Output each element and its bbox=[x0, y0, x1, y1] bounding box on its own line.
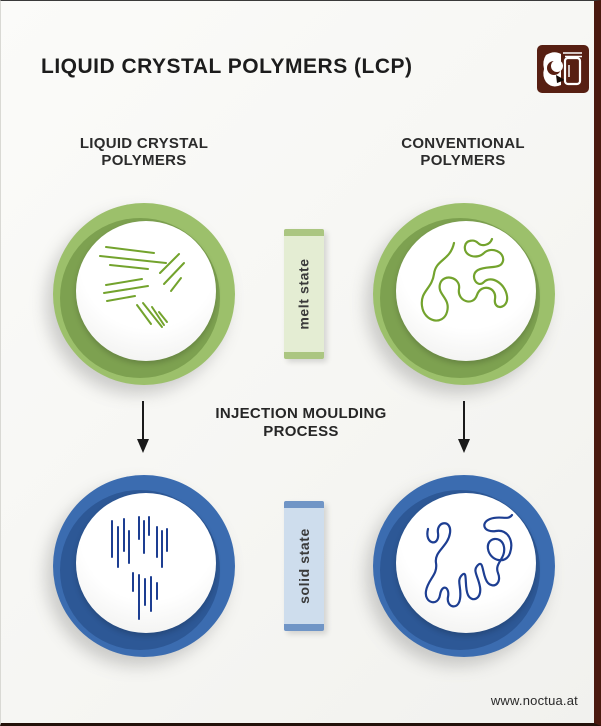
circle-inner-face bbox=[396, 493, 536, 633]
entangled-chain-icon bbox=[420, 237, 509, 322]
badge-cap bbox=[284, 501, 324, 508]
circle-inner-face bbox=[76, 221, 216, 361]
column-header-conventional-line2: POLYMERS bbox=[420, 152, 506, 169]
process-label: INJECTION MOULDING PROCESS bbox=[191, 405, 411, 441]
solid-state-label: solid state bbox=[296, 528, 312, 604]
column-header-lcp: LIQUID CRYSTAL POLYMERS bbox=[44, 135, 244, 169]
column-header-lcp-line1: LIQUID CRYSTAL bbox=[79, 135, 209, 152]
website-url: www.noctua.at bbox=[490, 693, 578, 708]
page-title: LIQUID CRYSTAL POLYMERS (LCP) bbox=[41, 55, 413, 78]
circle-inner-face bbox=[76, 493, 216, 633]
badge-cap bbox=[284, 624, 324, 631]
entangled-chain-icon bbox=[424, 513, 514, 608]
column-header-conventional-line1: CONVENTIONAL bbox=[401, 135, 525, 152]
badge-cap bbox=[284, 229, 324, 236]
column-header-conventional: CONVENTIONAL POLYMERS bbox=[363, 135, 563, 169]
circle-conventional-melt bbox=[373, 203, 555, 385]
process-label-line2: PROCESS bbox=[263, 423, 339, 440]
circle-lcp-solid bbox=[53, 475, 235, 657]
down-arrow-icon bbox=[458, 401, 470, 453]
badge-cap bbox=[284, 352, 324, 359]
process-label-line1: INJECTION MOULDING bbox=[215, 405, 387, 422]
melt-state-label: melt state bbox=[296, 258, 313, 330]
column-header-lcp-line2: POLYMERS bbox=[101, 152, 187, 169]
circle-inner-face bbox=[396, 221, 536, 361]
aligned-rod-segments-icon bbox=[99, 246, 185, 328]
circle-conventional-solid bbox=[373, 475, 555, 657]
melt-state-badge: melt state bbox=[284, 229, 324, 359]
vertically-aligned-rods-icon bbox=[111, 516, 168, 620]
solid-state-badge: solid state bbox=[284, 501, 324, 631]
down-arrow-icon bbox=[137, 401, 149, 453]
circle-lcp-melt bbox=[53, 203, 235, 385]
noctua-logo-icon bbox=[537, 45, 589, 93]
